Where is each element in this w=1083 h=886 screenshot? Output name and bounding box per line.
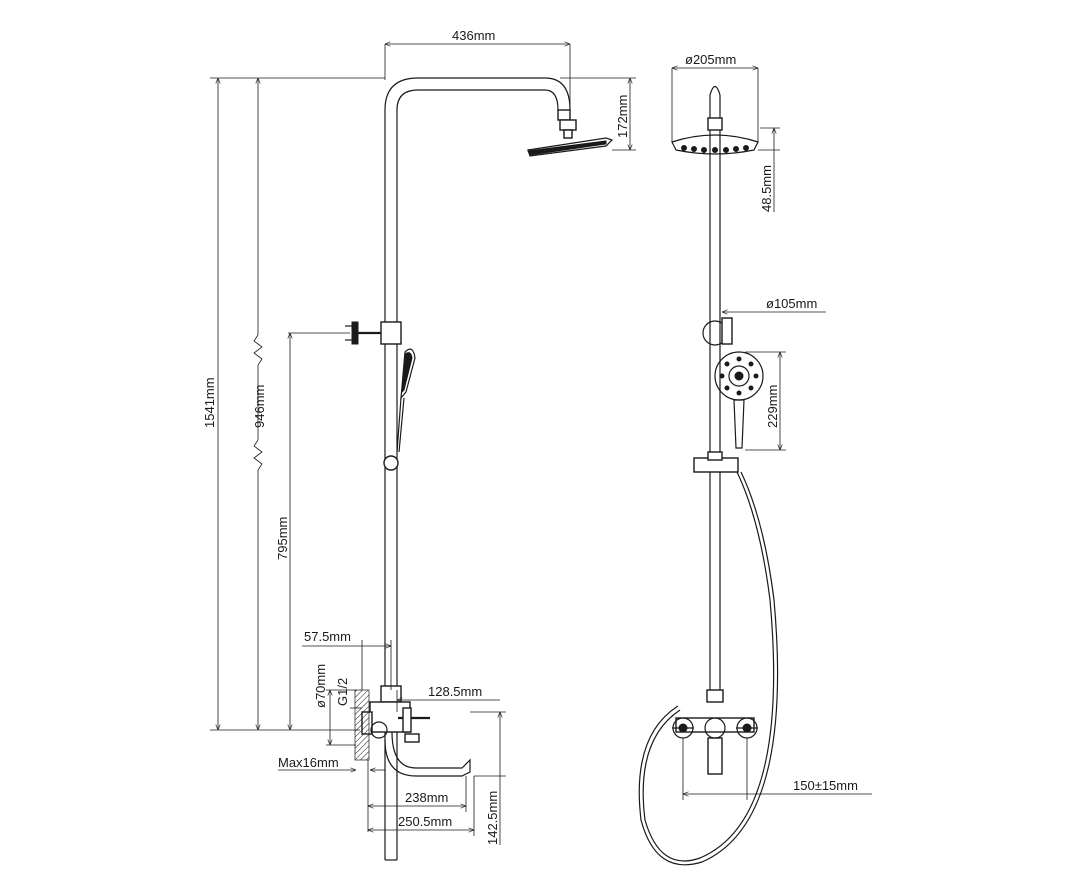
dim-head-diameter: ø205mm xyxy=(671,52,759,142)
dim-label-128-5: 128.5mm xyxy=(428,684,482,699)
dim-label-1541: 1541mm xyxy=(202,377,217,428)
dim-spout-height: 142.5mm xyxy=(470,711,506,845)
dim-label-48-5: 48.5mm xyxy=(759,165,774,212)
hand-shower-nozzles xyxy=(719,356,759,396)
dim-centers: 150±15mm xyxy=(682,738,872,800)
dim-label-57-5: 57.5mm xyxy=(304,629,351,644)
dim-arm-reach: 436mm xyxy=(384,28,571,110)
dim-head-height: 172mm xyxy=(560,77,636,151)
hand-shower-side xyxy=(396,348,416,453)
dim-bracket-height: 795mm xyxy=(275,332,350,730)
rain-head-nozzles xyxy=(681,145,749,153)
hand-shower-front xyxy=(714,351,764,449)
dim-label-436: 436mm xyxy=(452,28,495,43)
front-riser xyxy=(709,85,721,700)
wall-bracket-front xyxy=(702,317,733,346)
wall-bracket-side xyxy=(345,321,402,345)
rain-head-front xyxy=(671,117,759,155)
dim-spout-250: 250.5mm xyxy=(368,776,475,836)
dim-total-height: 1541mm xyxy=(202,77,385,731)
dim-hand-diameter: ø105mm xyxy=(722,296,826,312)
mixer-front xyxy=(672,689,758,775)
dim-label-70: ø70mm xyxy=(313,664,328,708)
dim-wall-offset: 57.5mm xyxy=(302,629,392,690)
front-view: ø205mm 48.5mm ø105mm 229mm 150±15mm xyxy=(638,52,872,866)
dim-label-max16: Max16mm xyxy=(278,755,339,770)
dim-head-thickness: 48.5mm xyxy=(758,127,780,212)
dim-label-105: ø105mm xyxy=(766,296,817,311)
riser-pipe xyxy=(384,77,571,861)
dim-max-wall: Max16mm xyxy=(278,755,385,770)
side-view: 436mm 172mm 1541mm 946mm xyxy=(202,28,636,861)
hose xyxy=(642,471,775,862)
dim-thread: G1/2 xyxy=(335,678,362,709)
dim-spout-238: 238mm xyxy=(367,760,467,832)
mixer-side xyxy=(354,685,471,777)
dim-label-229: 229mm xyxy=(765,385,780,428)
dim-hand-length: 229mm xyxy=(745,351,786,451)
dim-label-946: 946mm xyxy=(252,385,267,428)
dim-label-172: 172mm xyxy=(615,95,630,138)
dim-label-238: 238mm xyxy=(405,790,448,805)
dim-label-205: ø205mm xyxy=(685,52,736,67)
slider-knob xyxy=(383,455,399,471)
dim-label-g12: G1/2 xyxy=(335,678,350,706)
rain-head-side xyxy=(527,109,614,157)
dim-rail-height: 946mm xyxy=(252,78,267,730)
dim-mixer-proj: 128.5mm xyxy=(396,684,500,712)
slider-front xyxy=(693,451,739,473)
dim-label-795: 795mm xyxy=(275,517,290,560)
dim-flange: ø70mm xyxy=(313,664,356,746)
dim-label-250-5: 250.5mm xyxy=(398,814,452,829)
dim-label-150: 150±15mm xyxy=(793,778,858,793)
dim-label-142-5: 142.5mm xyxy=(485,791,500,845)
